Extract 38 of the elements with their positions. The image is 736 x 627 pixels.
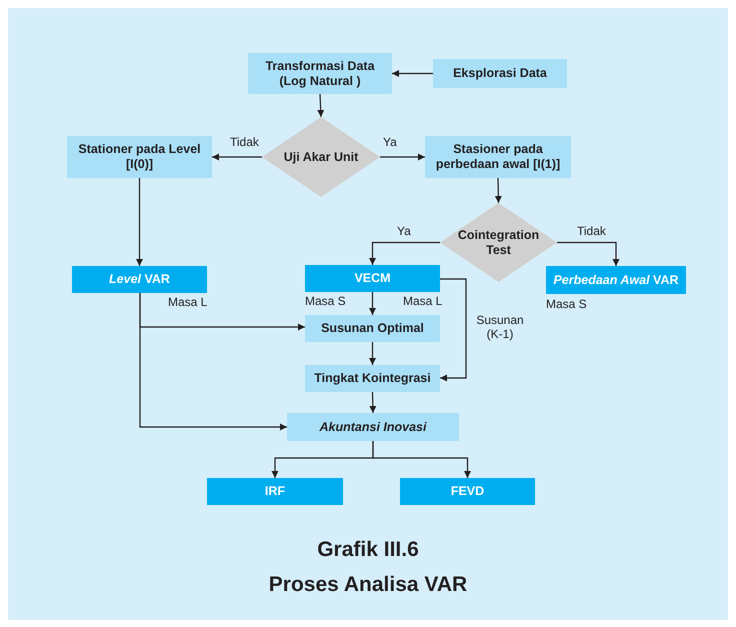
process-box: Susunan Optimal [305, 315, 440, 342]
process-box: Tingkat Kointegrasi [305, 365, 440, 392]
process-box: Transformasi Data (Log Natural ) [248, 53, 392, 94]
period-label: Masa S [305, 294, 346, 308]
edge-label: Ya [397, 224, 411, 238]
edge-label: Tidak [230, 135, 259, 150]
arrow [372, 441, 471, 478]
result-box: Perbedaan Awal VAR [546, 266, 686, 294]
process-box: Stationer pada Level [I(0)] [67, 136, 212, 178]
period-label: Masa L [403, 294, 442, 308]
edge-label: Susunan (K-1) [475, 313, 525, 342]
arrow [392, 70, 433, 77]
arrow [557, 242, 620, 266]
process-box: Akuntansi Inovasi [287, 413, 459, 441]
result-box: Level VAR [72, 266, 207, 293]
period-label: Masa L [168, 295, 208, 310]
arrow [369, 392, 376, 414]
decision-diamond: Uji Akar Unit [262, 117, 380, 197]
arrow [136, 178, 143, 266]
arrow [440, 278, 467, 382]
arrow [317, 94, 324, 118]
process-box: Stasioner pada perbedaan awal [I(1)] [425, 136, 571, 178]
arrow [212, 154, 262, 160]
result-box: FEVD [400, 478, 535, 505]
period-label: Masa S [546, 297, 587, 312]
figure-caption: Proses Analisa VAR [268, 573, 468, 596]
process-box: Eksplorasi Data [433, 59, 567, 88]
edge-label: Ya [383, 135, 397, 150]
arrow [369, 292, 376, 315]
arrow [369, 342, 376, 365]
arrow [494, 178, 502, 204]
arrow [380, 154, 425, 160]
result-box: IRF [207, 478, 343, 505]
arrow [369, 242, 440, 265]
figure-title: Grafik III.6 [317, 538, 419, 561]
edge-label: Tidak [577, 224, 606, 238]
result-box: VECM [305, 265, 440, 292]
arrow [139, 293, 287, 430]
